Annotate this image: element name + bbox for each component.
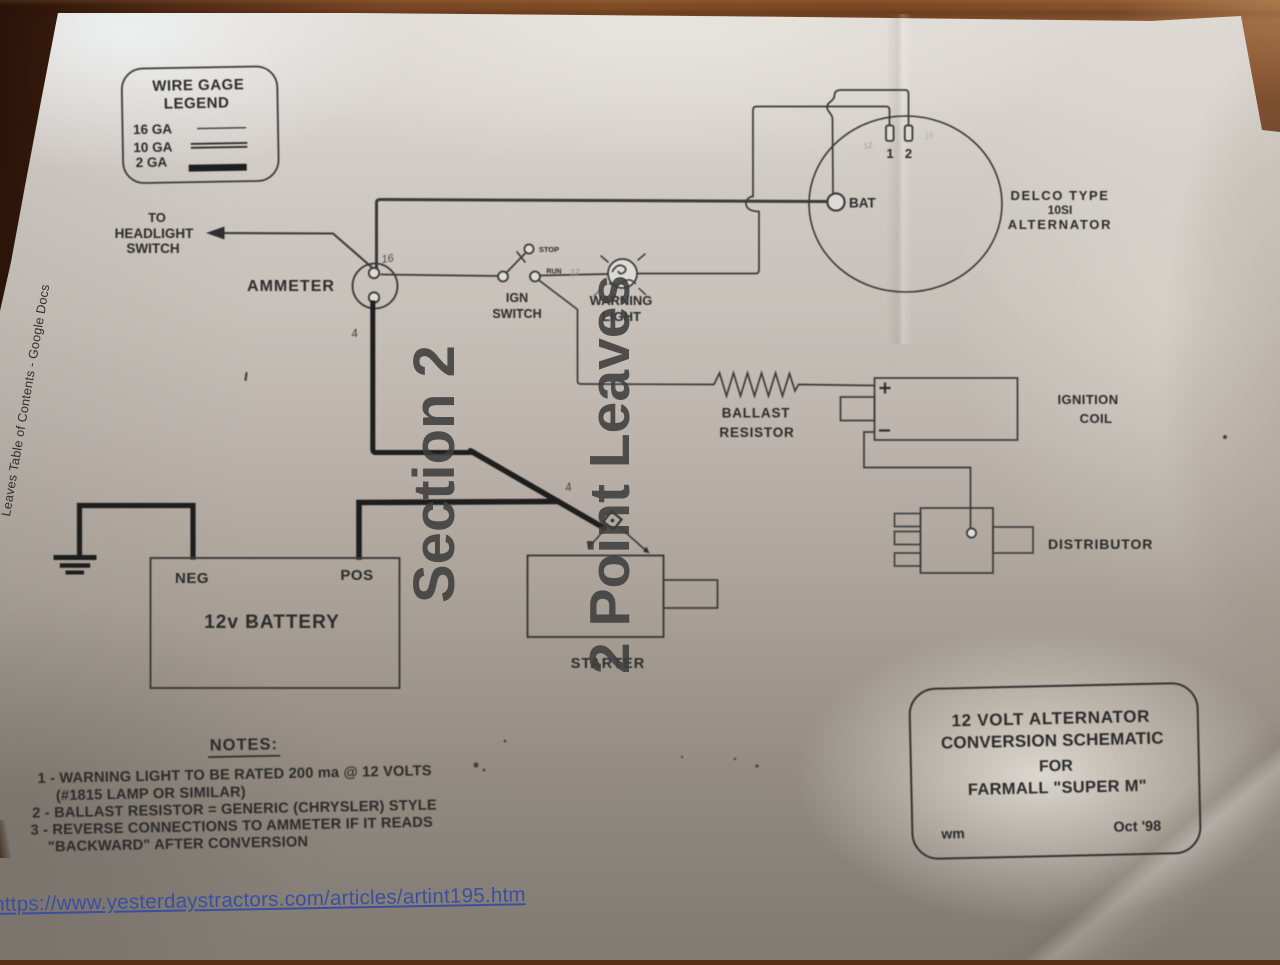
svg-text:BAT: BAT — [849, 196, 876, 211]
svg-text:16: 16 — [381, 252, 396, 266]
svg-text:AMMETER: AMMETER — [247, 278, 335, 295]
svg-text:STOP: STOP — [539, 245, 559, 254]
svg-text:"BACKWARD" AFTER CONVERSION: "BACKWARD" AFTER CONVERSION — [48, 834, 309, 855]
svg-text:WIRE GAGE: WIRE GAGE — [152, 76, 244, 95]
svg-text:SWITCH: SWITCH — [492, 307, 541, 321]
svg-text:NOTES:: NOTES: — [210, 735, 279, 754]
svg-text:IGNITION: IGNITION — [1058, 392, 1119, 407]
svg-text:Oct '98: Oct '98 — [1113, 819, 1161, 836]
svg-text:IGN: IGN — [506, 291, 528, 305]
svg-text:RUN: RUN — [546, 269, 561, 276]
svg-text:10SI: 10SI — [1048, 203, 1073, 217]
svg-text:BALLAST: BALLAST — [722, 406, 791, 421]
svg-text:NEG: NEG — [175, 570, 209, 587]
svg-text:WARNING: WARNING — [590, 293, 653, 308]
svg-text:SWITCH: SWITCH — [126, 241, 179, 256]
svg-text:COIL: COIL — [1080, 411, 1113, 426]
svg-text:ALTERNATOR: ALTERNATOR — [1008, 217, 1112, 232]
svg-text:POS: POS — [340, 567, 373, 584]
svg-text:TO: TO — [148, 210, 166, 225]
svg-text:DISTRIBUTOR: DISTRIBUTOR — [1048, 536, 1153, 552]
svg-text:12 VOLT ALTERNATOR: 12 VOLT ALTERNATOR — [951, 707, 1150, 731]
svg-text:16 GA: 16 GA — [133, 121, 173, 137]
svg-text:FARMALL "SUPER M": FARMALL "SUPER M" — [968, 777, 1147, 799]
svg-text:12: 12 — [570, 267, 580, 277]
svg-text:wm: wm — [940, 825, 965, 842]
svg-text:DELCO TYPE: DELCO TYPE — [1010, 188, 1109, 203]
svg-text:LEGEND: LEGEND — [164, 94, 230, 112]
svg-text:4: 4 — [350, 326, 360, 341]
svg-text:2: 2 — [905, 146, 912, 161]
svg-text:FOR: FOR — [1039, 758, 1074, 776]
svg-text:(#1815 LAMP OR SIMILAR): (#1815 LAMP OR SIMILAR) — [56, 784, 246, 804]
svg-text:12.: 12. — [863, 140, 876, 151]
svg-text:2 GA: 2 GA — [135, 155, 167, 171]
svg-text:12v BATTERY: 12v BATTERY — [204, 612, 340, 633]
svg-text:16: 16 — [924, 130, 935, 141]
svg-text:4: 4 — [563, 480, 573, 495]
svg-text:10 GA: 10 GA — [133, 139, 173, 155]
svg-text:STARTER: STARTER — [571, 656, 645, 672]
svg-text:CONVERSION SCHEMATIC: CONVERSION SCHEMATIC — [941, 729, 1164, 753]
svg-text:LIGHT: LIGHT — [602, 309, 641, 324]
svg-text:1 - WARNING LIGHT TO BE RATED: 1 - WARNING LIGHT TO BE RATED 200 ma @ 1… — [37, 763, 432, 787]
svg-text:RESISTOR: RESISTOR — [719, 425, 794, 440]
svg-text:HEADLIGHT: HEADLIGHT — [115, 226, 194, 241]
svg-text:1: 1 — [886, 146, 893, 161]
